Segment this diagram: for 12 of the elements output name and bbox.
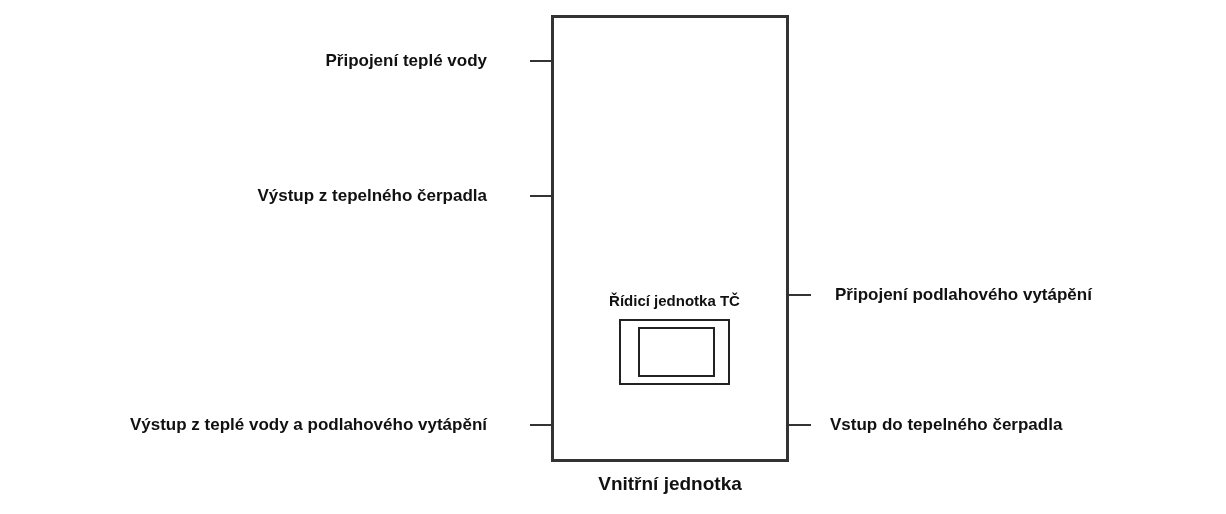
- port-label: Připojení podlahového vytápění: [835, 285, 1092, 305]
- pipe-connection-line: [529, 424, 553, 426]
- pipe-connection-line: [529, 195, 553, 197]
- port-label: Vstup do tepelného čerpadla: [830, 415, 1063, 435]
- pipe-connection-line: [529, 60, 553, 62]
- panel-title: Řídicí jednotka TČ: [609, 292, 740, 309]
- port-label: Připojení teplé vody: [325, 51, 487, 71]
- port-label: Výstup z tepelného čerpadla: [257, 186, 487, 206]
- pipe-connection-line: [787, 424, 812, 426]
- pipe-connection-line: [787, 294, 812, 296]
- unit-title: Vnitřní jednotka: [598, 473, 742, 495]
- port-label: Výstup z teplé vody a podlahového vytápění: [129, 415, 487, 435]
